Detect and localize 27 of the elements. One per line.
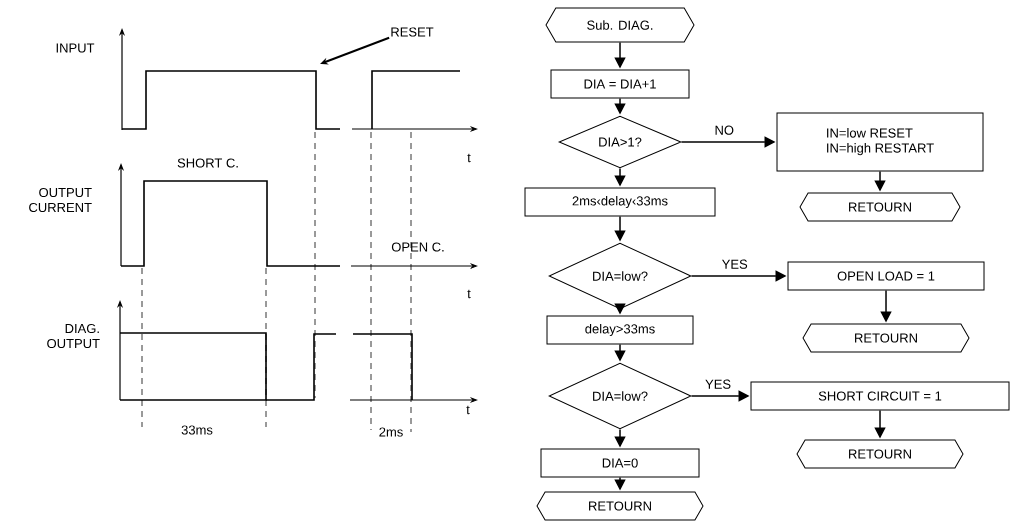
terminal-hexagon: RETOURN [536, 491, 704, 521]
axis-label: t [467, 153, 471, 163]
axis-label: t [467, 289, 471, 299]
terminal-hexagon: RETOURN [796, 439, 964, 469]
process-box: OPEN LOAD = 1 [787, 261, 985, 291]
process-box: delay>33ms [546, 315, 694, 345]
axis-label: OUTPUT CURRENT [29, 187, 92, 213]
axis-label: 2ms [379, 427, 403, 437]
process-box: DIA=0 [540, 448, 700, 478]
edge-label: NO [713, 124, 735, 136]
axis-label: OPEN C. [391, 242, 444, 252]
axis-label: INPUT [56, 43, 95, 53]
axis-label: DIAG. OUTPUT [47, 323, 100, 349]
terminal-hexagon: RETOURN [799, 192, 961, 222]
process-box: DIA = DIA+1 [550, 69, 690, 99]
terminal-hexagon: RETOURN [802, 323, 970, 353]
edge-label: YES [704, 378, 733, 390]
process-box: SHORT CIRCUIT = 1 [750, 381, 1010, 411]
process-box: 2ms‹delay‹33ms [524, 187, 716, 217]
leader-text: RESET [391, 27, 434, 37]
terminal-hexagon: Sub. DIAG. [545, 7, 695, 43]
axis-label: SHORT C. [177, 158, 238, 168]
axis-label: 33ms [181, 425, 213, 435]
process-box: IN=low RESET IN=high RESTART [776, 112, 984, 172]
leader-arrow [320, 36, 391, 65]
axis-label: t [466, 405, 470, 415]
edge-label: YES [720, 258, 749, 270]
